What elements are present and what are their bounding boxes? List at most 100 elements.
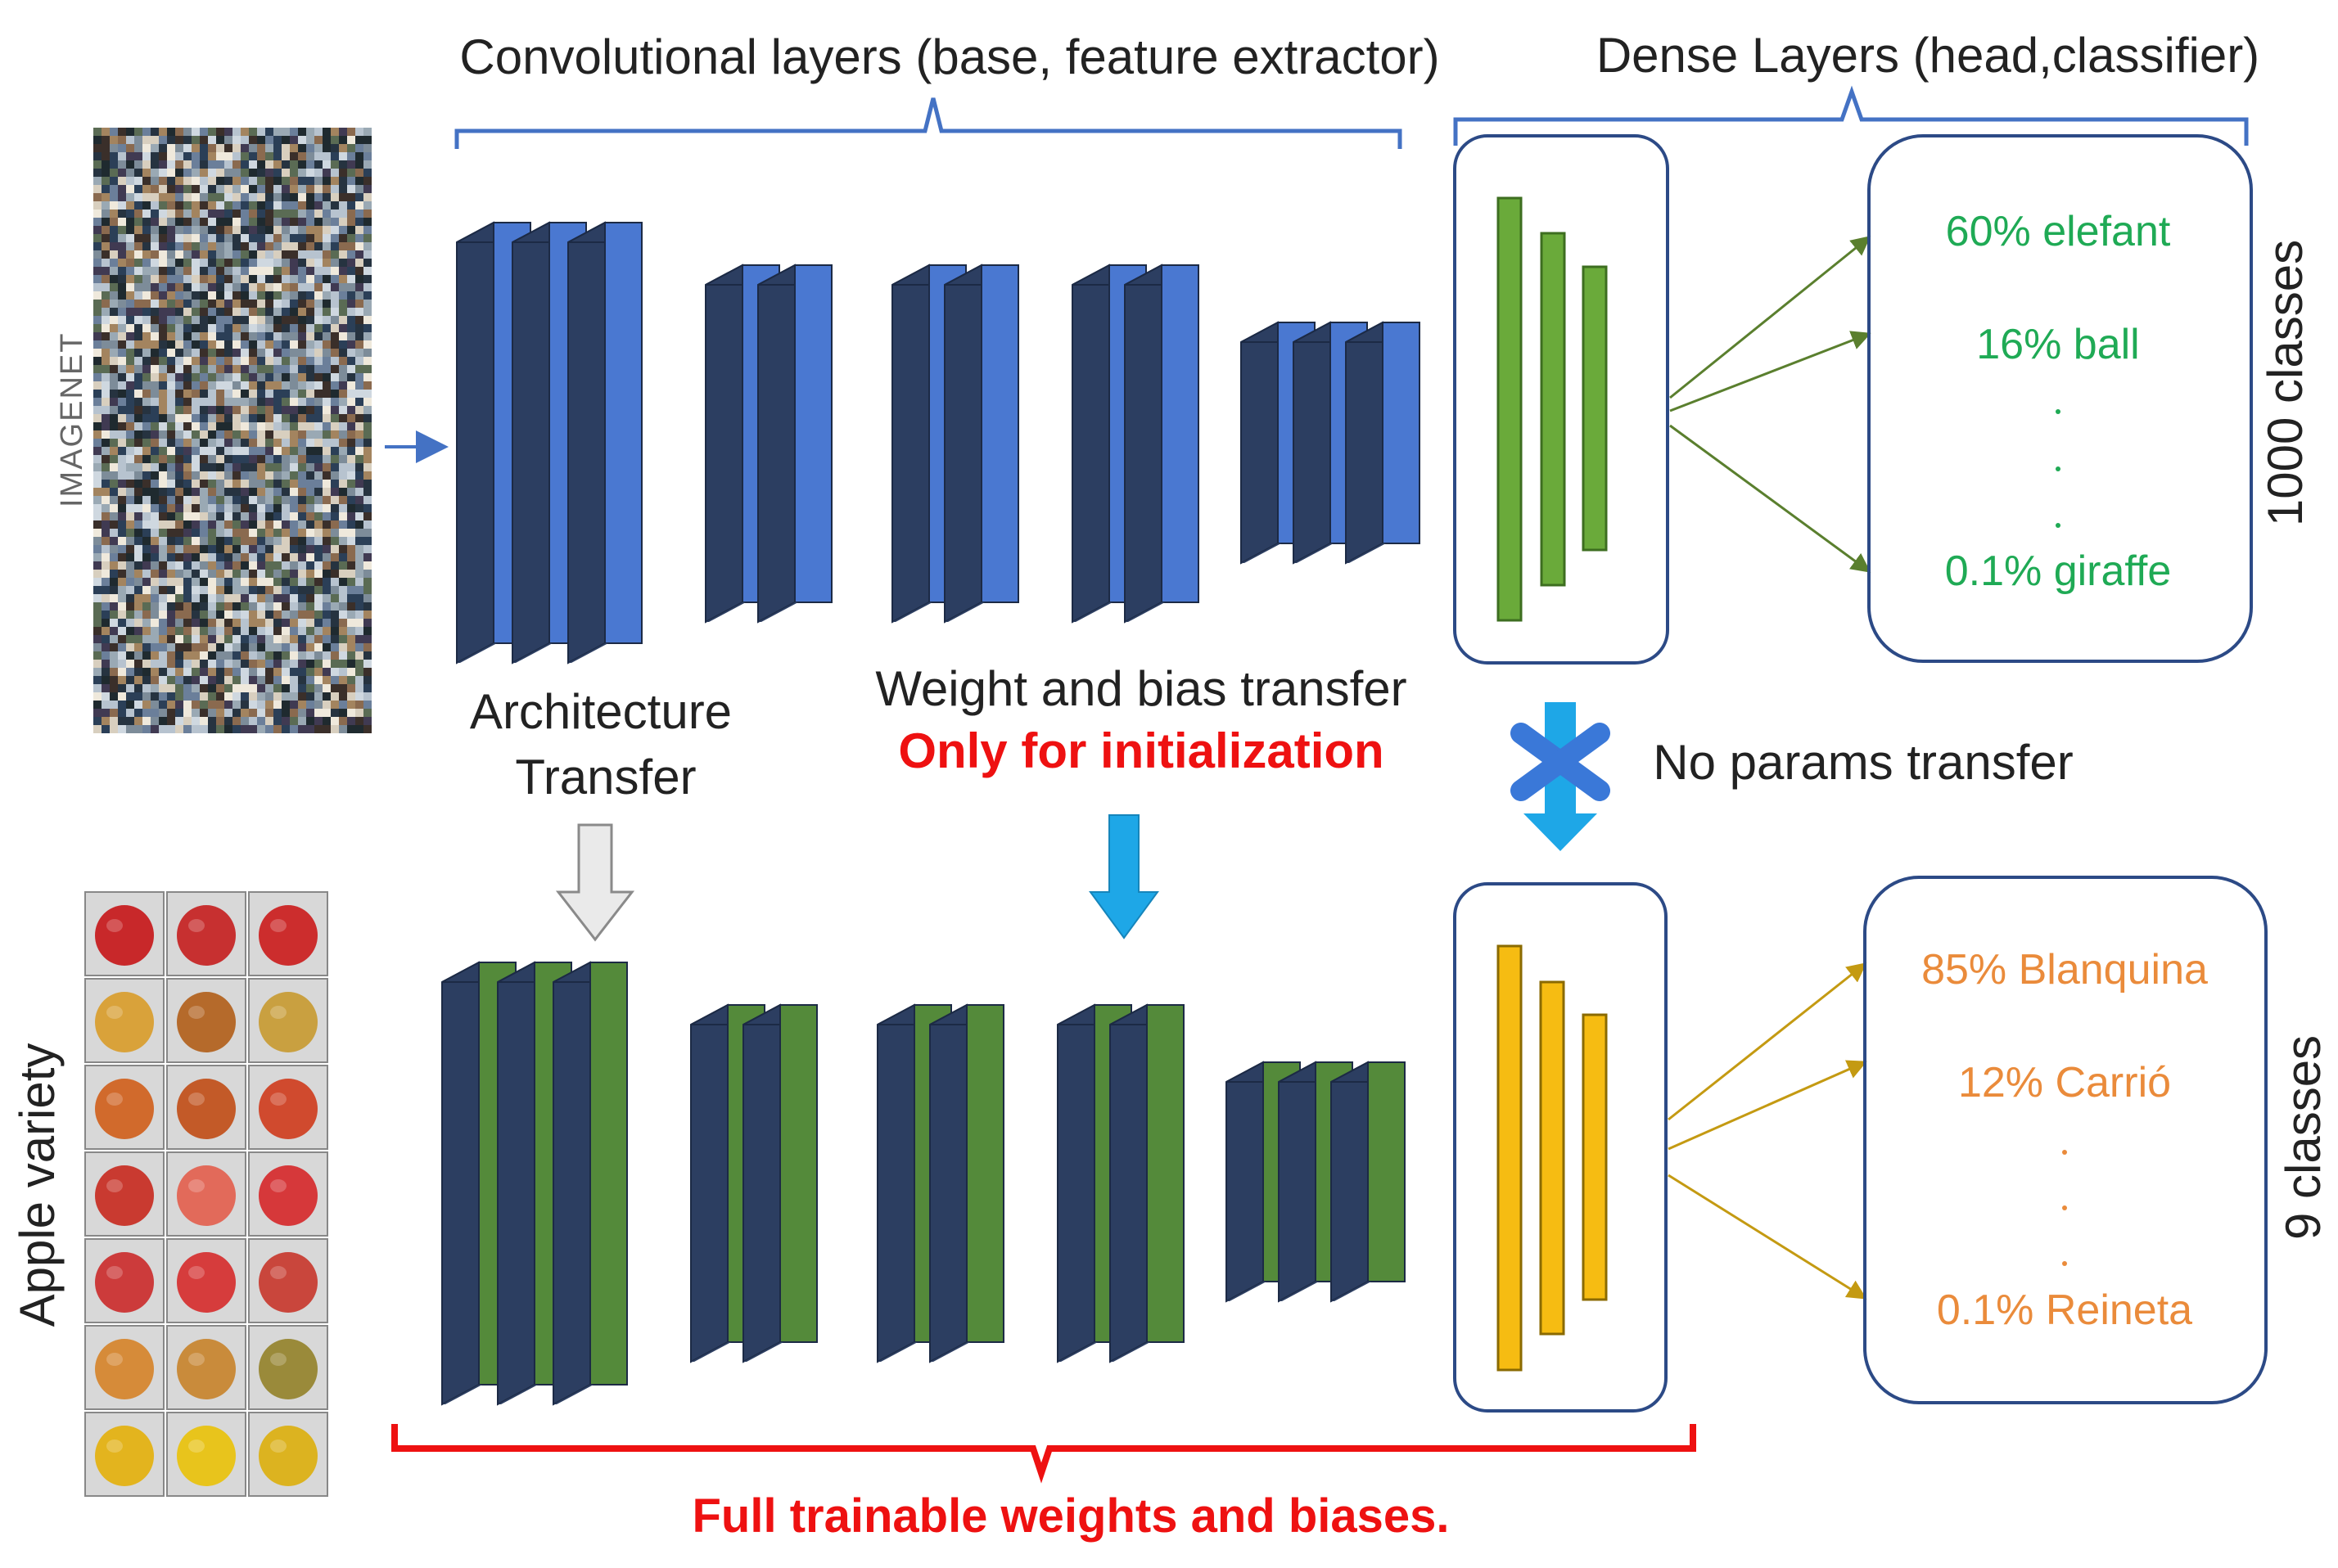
mosaic-tile (355, 480, 363, 488)
mosaic-tile (183, 627, 192, 635)
top-conv-slab-side (757, 264, 796, 624)
mosaic-tile (273, 488, 282, 496)
top-conv-slab-shade (1125, 602, 1165, 622)
mosaic-tile (159, 193, 167, 201)
mosaic-tile (216, 128, 224, 136)
mosaic-tile (249, 619, 257, 627)
mosaic-tile (306, 520, 314, 529)
mosaic-tile (134, 455, 142, 463)
mosaic-tile (126, 496, 134, 504)
mosaic-tile (314, 160, 323, 169)
bottom-conv-slab-side (1330, 1061, 1369, 1303)
mosaic-tile (298, 201, 306, 210)
mosaic-tile (208, 390, 216, 398)
mosaic-tile (323, 684, 331, 692)
mosaic-tile (167, 463, 175, 471)
mosaic-tile (290, 520, 298, 529)
mosaic-tile (224, 332, 232, 340)
mosaic-tile (224, 160, 232, 169)
bottom-conv-slab-shade (930, 1342, 970, 1362)
mosaic-tile (339, 275, 347, 283)
bottom-output-item-2: 12% Carrió (1958, 1059, 2171, 1106)
mosaic-tile (339, 250, 347, 259)
mosaic-tile (134, 480, 142, 488)
mosaic-tile (192, 455, 200, 463)
mosaic-tile (118, 725, 126, 733)
mosaic-tile (347, 291, 355, 300)
mosaic-tile (208, 422, 216, 430)
mosaic-tile (314, 455, 323, 463)
mosaic-tile (331, 218, 339, 226)
mosaic-tile (273, 553, 282, 561)
mosaic-tile (110, 512, 118, 520)
mosaic-tile (232, 324, 241, 332)
mosaic-tile (126, 340, 134, 349)
mosaic-tile (134, 611, 142, 619)
mosaic-tile (151, 283, 159, 291)
mosaic-tile (314, 504, 323, 512)
mosaic-tile (314, 324, 323, 332)
mosaic-tile (126, 373, 134, 381)
mosaic-tile (167, 291, 175, 300)
mosaic-tile (216, 520, 224, 529)
mosaic-tile (339, 561, 347, 570)
mosaic-tile (110, 570, 118, 578)
mosaic-tile (118, 471, 126, 480)
mosaic-tile (265, 349, 273, 357)
mosaic-tile (200, 578, 208, 586)
mosaic-tile (241, 709, 249, 717)
mosaic-tile (282, 488, 290, 496)
mosaic-tile (249, 373, 257, 381)
mosaic-tile (192, 570, 200, 578)
mosaic-tile (216, 643, 224, 651)
mosaic-tile (192, 185, 200, 193)
mosaic-tile (224, 390, 232, 398)
mosaic-tile (257, 144, 265, 152)
mosaic-tile (175, 725, 183, 733)
mosaic-tile (224, 447, 232, 455)
mosaic-tile (151, 250, 159, 259)
mosaic-tile (323, 635, 331, 643)
mosaic-tile (290, 488, 298, 496)
mosaic-tile (126, 234, 134, 242)
mosaic-tile (224, 422, 232, 430)
mosaic-tile (183, 570, 192, 578)
mosaic-tile (159, 144, 167, 152)
mosaic-tile (142, 684, 151, 692)
mosaic-tile (126, 471, 134, 480)
mosaic-tile (331, 496, 339, 504)
mosaic-tile (142, 177, 151, 185)
mosaic-tile (355, 447, 363, 455)
mosaic-tile (224, 381, 232, 390)
mosaic-tile (241, 185, 249, 193)
mosaic-tile (265, 447, 273, 455)
mosaic-tile (167, 340, 175, 349)
mosaic-tile (273, 152, 282, 160)
mosaic-tile (175, 488, 183, 496)
mosaic-tile (175, 226, 183, 234)
mosaic-tile (224, 586, 232, 594)
mosaic-tile (93, 611, 102, 619)
mosaic-tile (323, 447, 331, 455)
mosaic-tile (323, 545, 331, 553)
mosaic-tile (175, 324, 183, 332)
mosaic-tile (355, 676, 363, 684)
mosaic-tile (134, 594, 142, 602)
mosaic-tile (142, 308, 151, 316)
mosaic-tile (232, 709, 241, 717)
mosaic-tile (102, 627, 110, 635)
mosaic-tile (273, 447, 282, 455)
mosaic-tile (265, 463, 273, 471)
mosaic-tile (167, 152, 175, 160)
top-dense-box (1453, 134, 1669, 665)
mosaic-tile (249, 668, 257, 676)
mosaic-tile (298, 234, 306, 242)
mosaic-tile (298, 471, 306, 480)
mosaic-tile (257, 324, 265, 332)
mosaic-tile (249, 275, 257, 283)
mosaic-tile (200, 185, 208, 193)
mosaic-tile (232, 594, 241, 602)
mosaic-tile (241, 316, 249, 324)
mosaic-tile (241, 259, 249, 267)
mosaic-tile (142, 398, 151, 406)
